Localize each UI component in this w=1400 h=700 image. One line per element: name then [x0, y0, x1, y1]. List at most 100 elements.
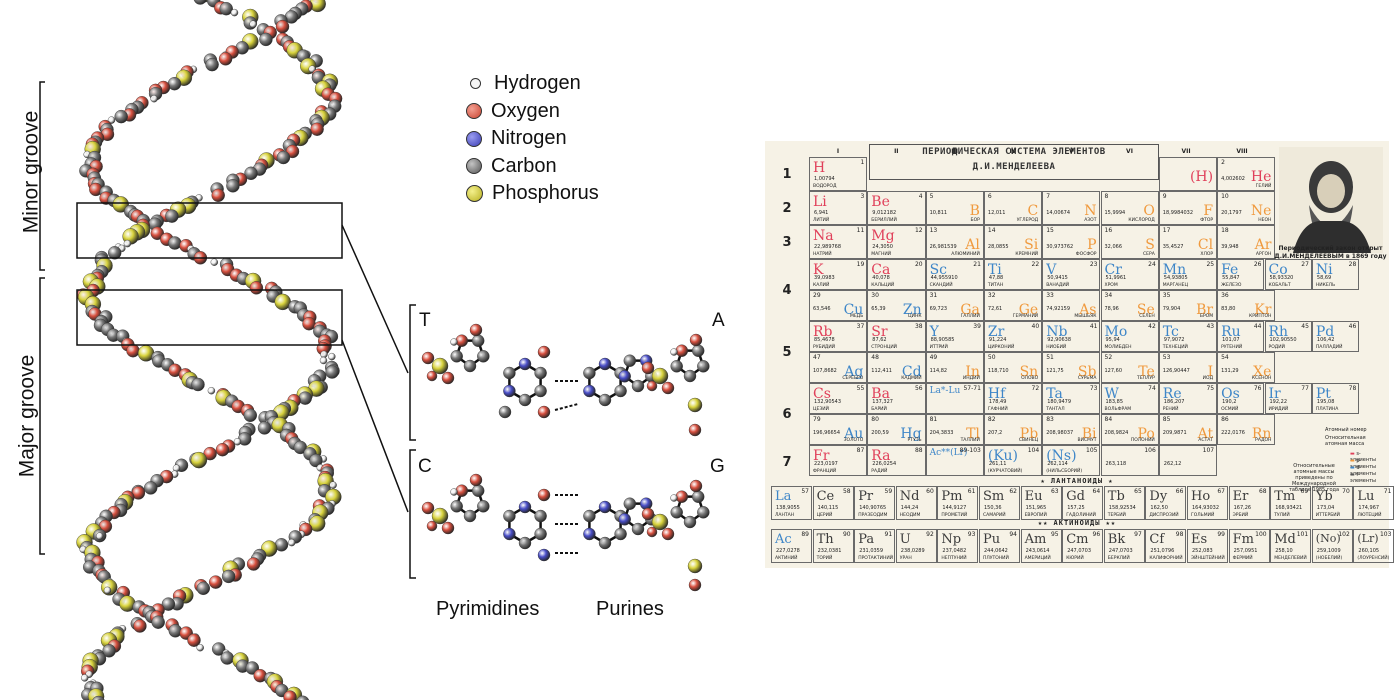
atomic-number: 34 [1104, 292, 1113, 299]
element-symbol: Ce [816, 489, 835, 504]
sugar-atom [692, 344, 705, 357]
atomic-number: 100 [1255, 531, 1267, 538]
cytosine-atom [503, 527, 516, 541]
atomic-mass: 131,29 [1221, 368, 1239, 374]
element-name: ЕВРОПИЙ [1024, 513, 1047, 518]
atomic-mass: 144,24 [900, 505, 919, 511]
backbone-atom [221, 569, 236, 584]
backbone-atom [80, 674, 89, 682]
backbone-atom [210, 258, 219, 266]
element-name: ЭРБИЙ [1232, 513, 1249, 518]
element-symbol: Pa [858, 532, 875, 547]
sugar-atom [450, 500, 463, 513]
atomic-number: 29 [813, 292, 821, 299]
atomic-number: 32 [987, 292, 996, 299]
atomic-number: 67 [1217, 488, 1225, 495]
element-name: ЛЮТЕЦИЙ [1357, 513, 1382, 518]
legend-label: Carbon [491, 154, 557, 177]
element-symbol: Fe [1221, 262, 1239, 278]
backbone-atom [325, 365, 339, 379]
nitrogen-atom-icon [466, 130, 482, 147]
element-name: АЗОТ [1084, 218, 1097, 223]
major-groove-label: Major groove [15, 354, 39, 478]
base-label-guanine: G [710, 456, 725, 477]
element-name: ВИСМУТ [1077, 438, 1097, 443]
cytosine-atom [537, 548, 551, 562]
element-name: ТЕЛЛУР [1136, 376, 1155, 381]
backbone-atom [205, 57, 219, 72]
atomic-mass: 4,002602 [1221, 176, 1245, 182]
atomic-number: 105 [1086, 447, 1098, 454]
atomic-number: 99 [1217, 531, 1225, 538]
backbone-atom [207, 387, 216, 395]
element-name: ФТОР [1200, 218, 1214, 223]
atomic-mass: 112,411 [871, 368, 892, 374]
element-symbol: Si [1024, 237, 1039, 253]
phosphate-atom [426, 520, 438, 532]
zoom-connector [341, 339, 409, 513]
atomic-mass: 257,0951 [1233, 548, 1258, 554]
atomic-mass: 20,1797 [1221, 210, 1242, 216]
atomic-number: 102 [1338, 531, 1350, 538]
atomic-mass: 32,066 [1104, 244, 1123, 250]
atomic-number: 93 [967, 531, 976, 538]
backbone-atom [243, 408, 258, 422]
major-groove-bracket [39, 277, 45, 555]
atomic-number: 97 [1134, 531, 1142, 538]
element-name: СТРОНЦИЙ [871, 345, 898, 350]
element-name: ФЕРМИЙ [1232, 556, 1253, 561]
atomic-mass: 178,49 [988, 399, 1007, 405]
atomic-number: 53 [1162, 354, 1171, 361]
legend-item: Oxygen [466, 98, 599, 126]
atomic-mass: 126,90447 [1162, 368, 1190, 374]
element-symbol: As [1079, 302, 1097, 318]
atomic-mass: 121,75 [1046, 368, 1064, 374]
element-symbol: Pu [983, 532, 1001, 547]
phosphate-atom [441, 371, 455, 385]
guanine-atom [614, 527, 627, 541]
element-name: НЕОН [1258, 218, 1272, 223]
element-name: КРИПТОН [1249, 314, 1272, 319]
atomic-number: 17 [1162, 227, 1171, 234]
phosphate-atom [688, 578, 702, 592]
key-footnote: Относительные атомные массы приведены по… [1288, 463, 1340, 493]
element-symbol: (Ku) [987, 448, 1018, 464]
element-name: СВИНЕЦ [1018, 438, 1039, 443]
atomic-number: 88 [914, 447, 923, 454]
atomic-mass: 186,207 [1163, 399, 1185, 405]
atomic-mass: 14,00674 [1046, 210, 1071, 216]
atomic-mass: 78,96 [1104, 306, 1119, 312]
element-name: КИСЛОРОД [1128, 218, 1155, 223]
atomic-mass: 51,9961 [1105, 275, 1127, 281]
element-name: ТАНТАЛ [1046, 407, 1065, 412]
backbone-atom [215, 443, 230, 457]
backbone-atom [310, 122, 324, 136]
atomic-number: 95 [1050, 531, 1059, 538]
legend-label: Hydrogen [494, 72, 581, 95]
element-name: (НОБЕЛИЙ) [1315, 556, 1343, 561]
phosphate-atom [641, 361, 655, 375]
backbone-atom [196, 581, 211, 595]
element-symbol: V [1046, 262, 1057, 278]
atomic-mass: 167,26 [1233, 505, 1252, 511]
atomic-mass: 85,4678 [814, 337, 835, 343]
atomic-number: 43 [1206, 323, 1215, 330]
atomic-number: 28 [1348, 261, 1357, 268]
element-symbol: Fr [813, 448, 830, 464]
backbone-atom [211, 642, 226, 656]
backbone-atom [133, 619, 147, 633]
